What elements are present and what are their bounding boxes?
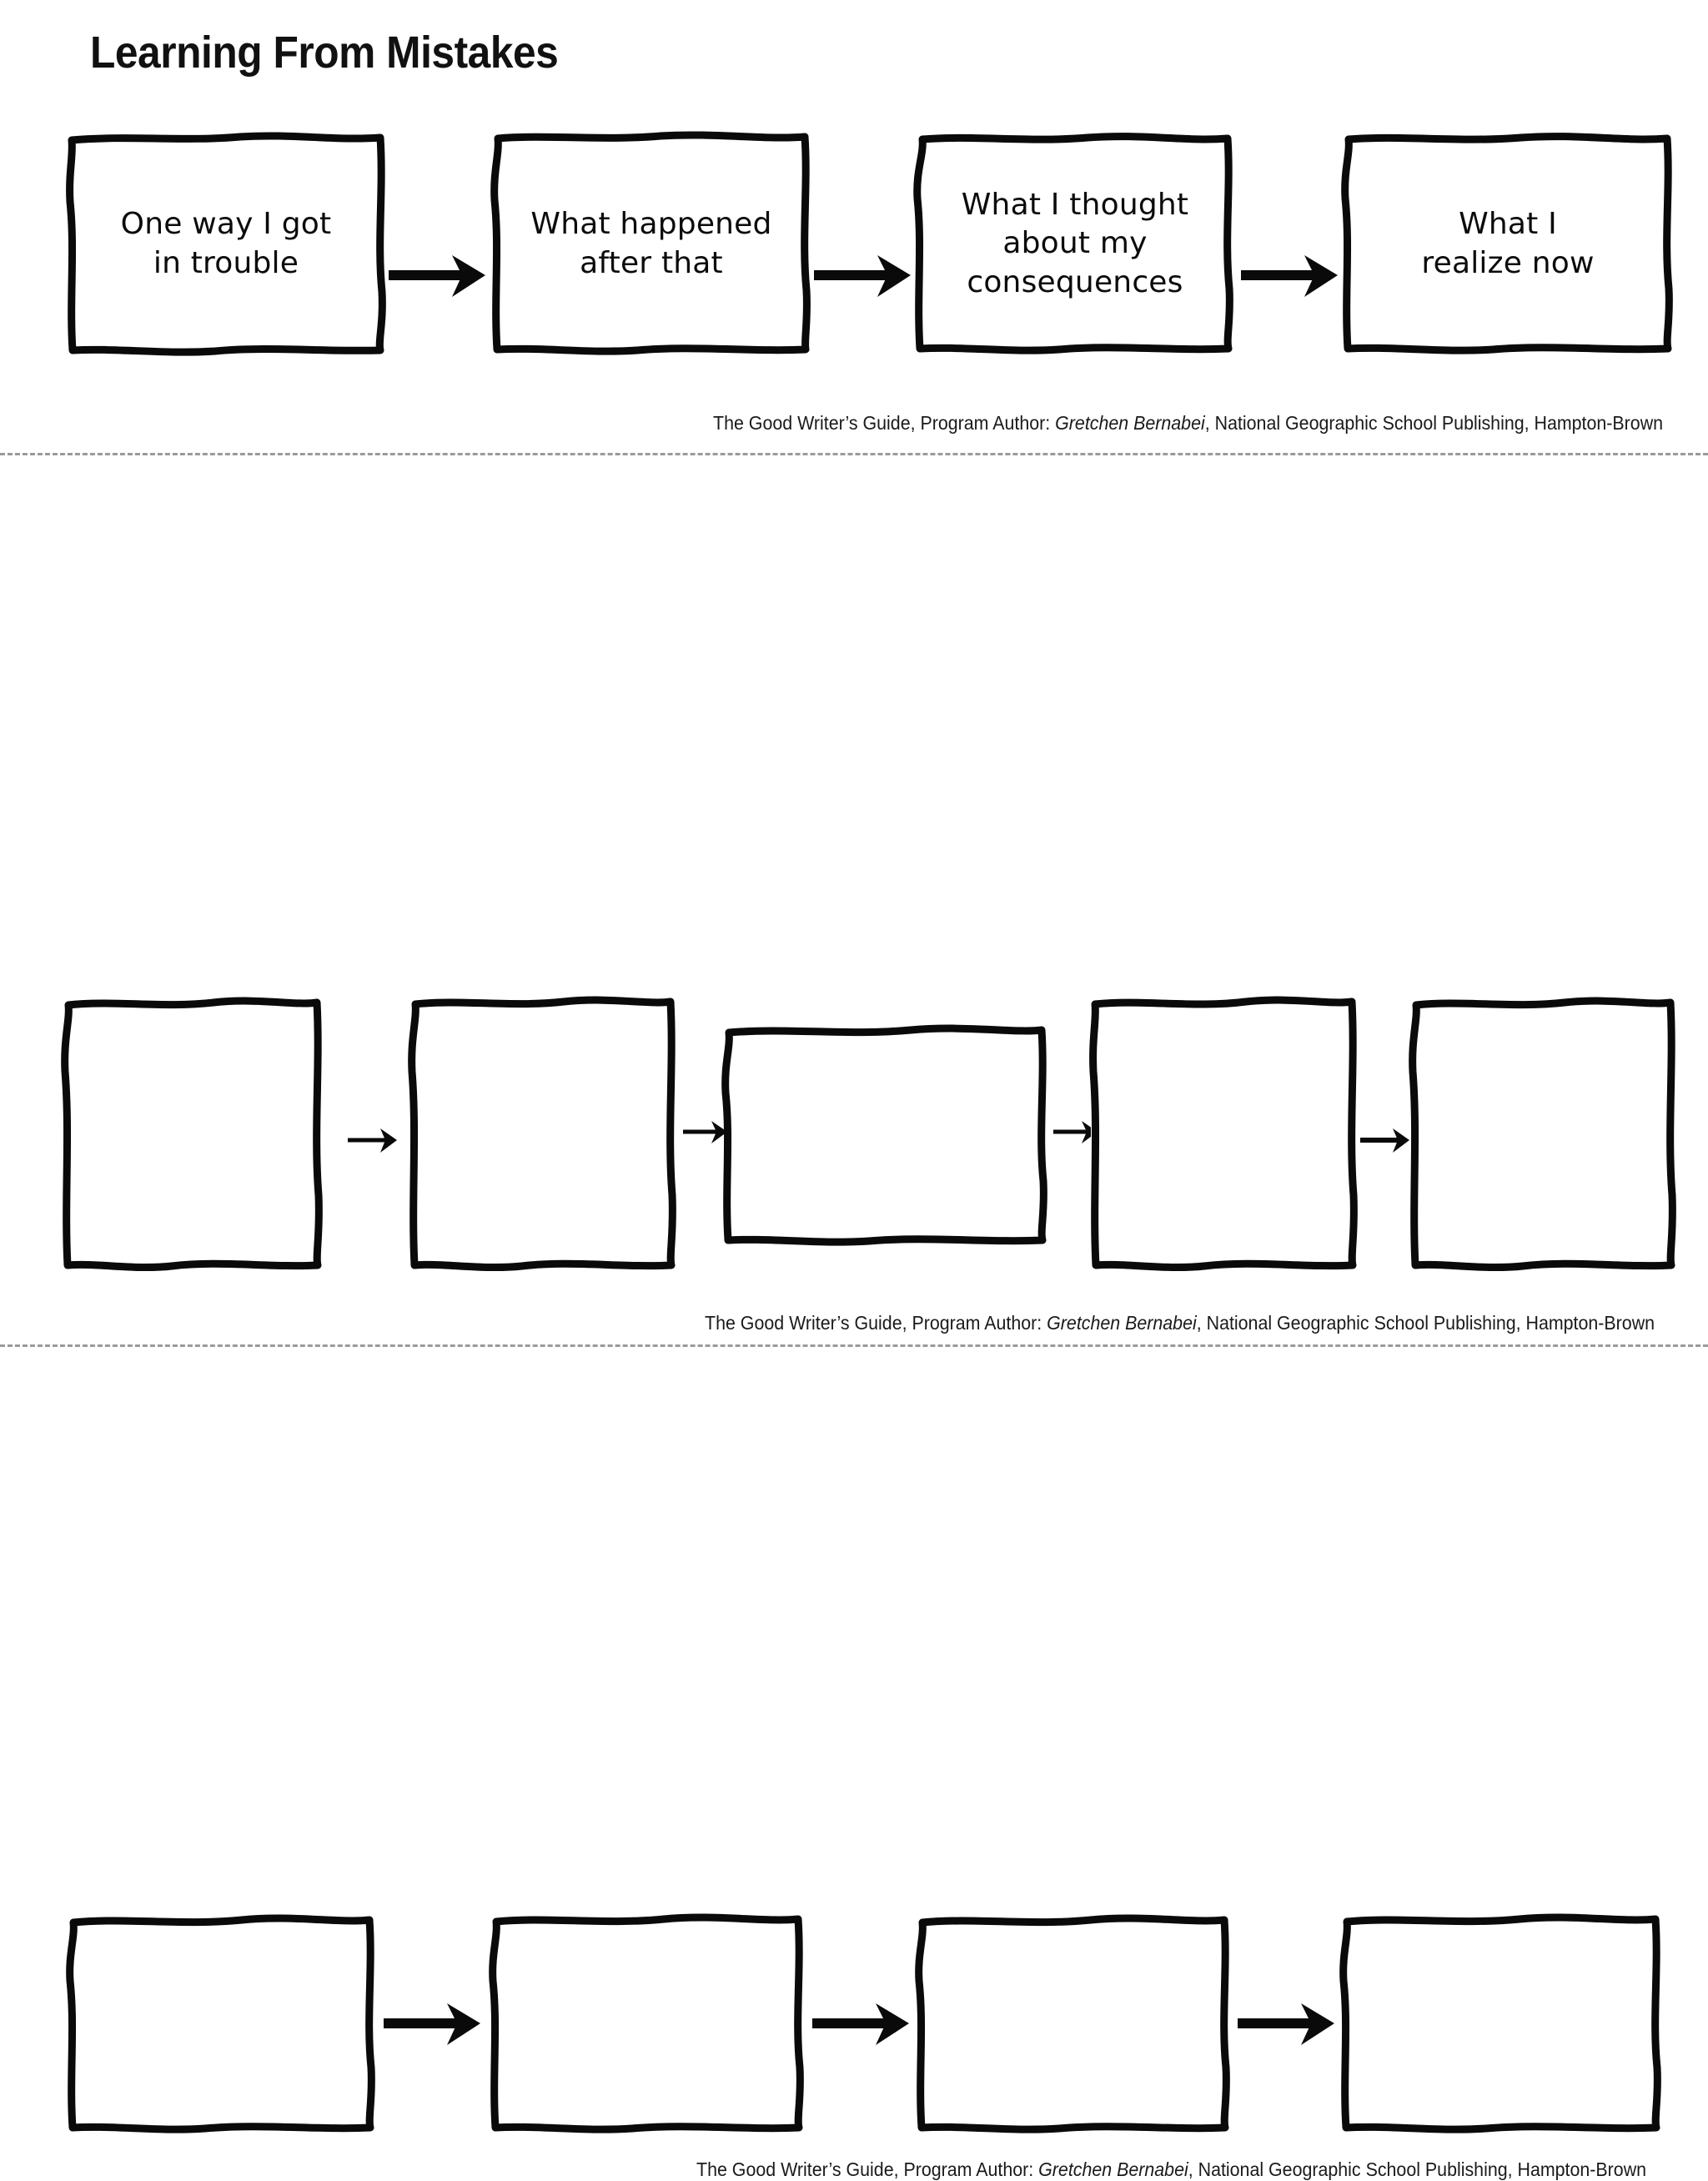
flow-box-label bbox=[1343, 1916, 1660, 2132]
arrow-right-icon bbox=[387, 250, 490, 300]
flow-box-label bbox=[917, 1916, 1228, 2132]
flow-box[interactable]: What I realize now bbox=[1341, 133, 1673, 354]
section-divider bbox=[0, 453, 1708, 455]
flow-box-label: One way I got in trouble bbox=[120, 207, 332, 280]
citation-suffix: , National Geographic School Publishing,… bbox=[1188, 2158, 1647, 2180]
section-blank-flow-five: The Good Writer’s Guide, Program Author:… bbox=[0, 455, 1708, 1347]
flow-box[interactable] bbox=[66, 1914, 375, 2133]
citation-prefix: The Good Writer’s Guide, Program Author: bbox=[713, 412, 1056, 434]
flow-box[interactable]: One way I got in trouble bbox=[66, 132, 386, 356]
flow-box-label bbox=[492, 1916, 802, 2132]
citation-suffix: , National Geographic School Publishing,… bbox=[1204, 412, 1664, 434]
arrow-right-icon bbox=[682, 1113, 729, 1150]
flow-box[interactable]: What happened after that bbox=[490, 131, 811, 355]
flow-box-label: What happened after that bbox=[530, 207, 772, 280]
arrow-right-icon bbox=[1236, 1998, 1339, 2048]
citation-author: Gretchen Bernabei bbox=[1055, 412, 1205, 434]
flow-box[interactable] bbox=[915, 1914, 1230, 2133]
arrow-right-icon bbox=[811, 1998, 914, 2048]
flow-box[interactable]: What I thought about my consequences bbox=[913, 133, 1233, 354]
flow-box[interactable] bbox=[1339, 1913, 1661, 2133]
arrow-right-icon bbox=[1359, 1122, 1411, 1158]
flow-box[interactable] bbox=[489, 1913, 804, 2133]
page-title: Learning From Mistakes bbox=[90, 28, 559, 78]
section-divider bbox=[0, 1344, 1708, 1347]
arrow-right-icon bbox=[347, 1122, 399, 1158]
flow-box-label: What I thought about my consequences bbox=[961, 188, 1189, 299]
flow-box-label bbox=[68, 1916, 374, 2132]
arrow-right-icon bbox=[382, 1998, 485, 2048]
arrow-right-icon bbox=[1239, 250, 1343, 300]
citation: The Good Writer’s Guide, Program Author:… bbox=[713, 412, 1663, 435]
citation-author: Gretchen Bernabei bbox=[1038, 2158, 1188, 2180]
flow-box-label: What I realize now bbox=[1421, 207, 1595, 280]
section-blank-flow-four: The Good Writer’s Guide, Program Author:… bbox=[0, 892, 1708, 2180]
section-labeled-flow: One way I got in trouble What happened a… bbox=[0, 0, 1708, 455]
arrow-right-icon bbox=[812, 250, 916, 300]
citation-prefix: The Good Writer’s Guide, Program Author: bbox=[696, 2158, 1039, 2180]
citation: The Good Writer’s Guide, Program Author:… bbox=[696, 2158, 1646, 2181]
